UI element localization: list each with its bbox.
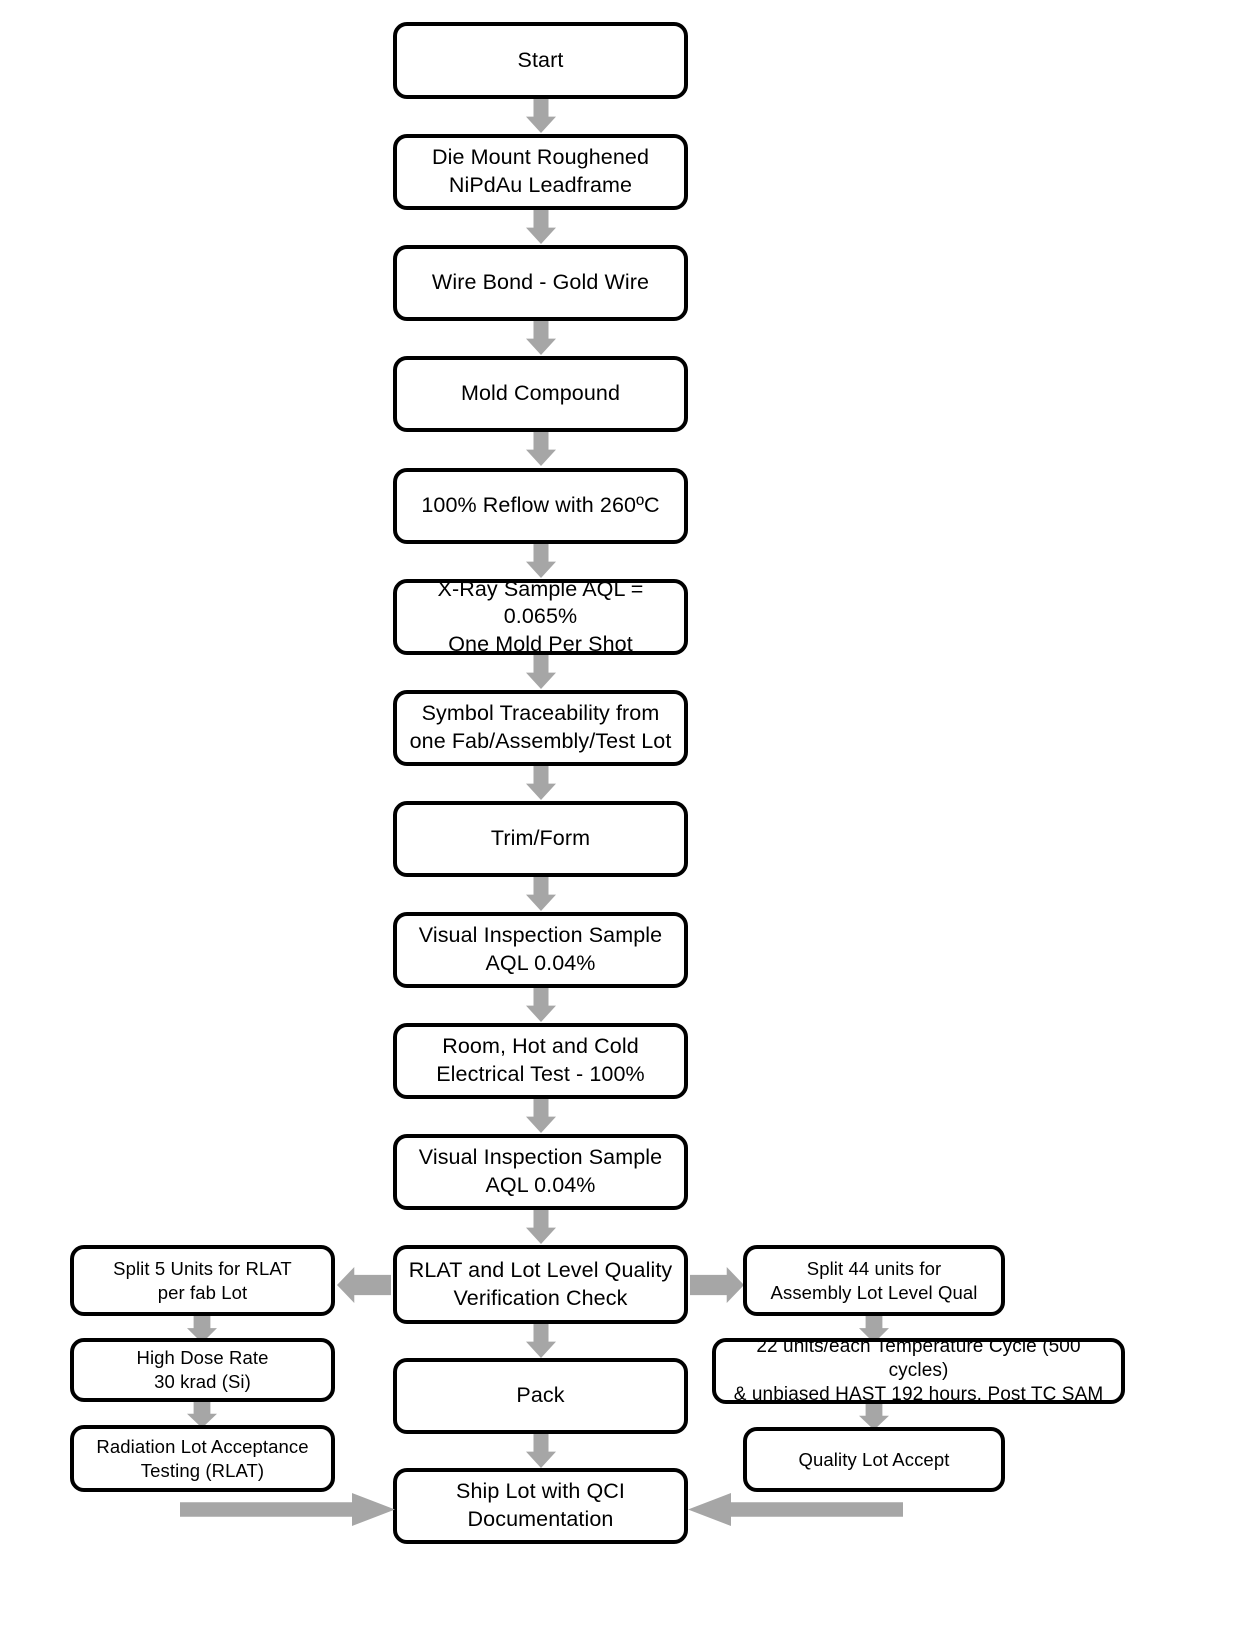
- node-rlat-testing[interactable]: Radiation Lot Acceptance Testing (RLAT): [70, 1425, 335, 1492]
- node-ship-lot[interactable]: Ship Lot with QCI Documentation: [393, 1468, 688, 1544]
- arrow-trim-to-visual-1: [526, 877, 556, 911]
- node-pack[interactable]: Pack: [393, 1358, 688, 1434]
- arrow-electrical-to-visual-2: [526, 1099, 556, 1133]
- arrow-reflow-to-xray: [526, 544, 556, 578]
- node-xray-sample[interactable]: X-Ray Sample AQL = 0.065% One Mold Per S…: [393, 577, 688, 656]
- arrow-rlat-testing-to-ship: [180, 1493, 395, 1526]
- node-trim-form[interactable]: Trim/Form: [393, 801, 688, 877]
- arrow-start-to-die-mount: [526, 99, 556, 133]
- arrow-pack-to-ship: [526, 1434, 556, 1468]
- node-mold-compound[interactable]: Mold Compound: [393, 356, 688, 432]
- node-split-5-units[interactable]: Split 5 Units for RLAT per fab Lot: [70, 1245, 335, 1316]
- node-split-44-units[interactable]: Split 44 units for Assembly Lot Level Qu…: [743, 1245, 1005, 1316]
- node-rlat-lot-level-check[interactable]: RLAT and Lot Level Quality Verification …: [393, 1245, 688, 1324]
- arrow-symbol-to-trim: [526, 766, 556, 800]
- node-high-dose-rate[interactable]: High Dose Rate 30 krad (Si): [70, 1338, 335, 1402]
- arrow-rlat-check-to-split-44: [690, 1267, 744, 1303]
- node-quality-lot-accept[interactable]: Quality Lot Accept: [743, 1427, 1005, 1492]
- node-temperature-cycle-hast[interactable]: 22 units/each Temperature Cycle (500 cyc…: [712, 1336, 1125, 1405]
- node-visual-inspection-1[interactable]: Visual Inspection Sample AQL 0.04%: [393, 912, 688, 988]
- node-reflow[interactable]: 100% Reflow with 260ºC: [393, 468, 688, 544]
- arrow-xray-to-symbol: [526, 655, 556, 689]
- arrow-rlat-check-to-pack: [526, 1324, 556, 1358]
- arrow-rlat-check-to-split-5: [337, 1267, 391, 1303]
- node-start[interactable]: Start: [393, 22, 688, 99]
- node-visual-inspection-2[interactable]: Visual Inspection Sample AQL 0.04%: [393, 1134, 688, 1210]
- arrow-visual-1-to-electrical: [526, 988, 556, 1022]
- node-electrical-test[interactable]: Room, Hot and Cold Electrical Test - 100…: [393, 1023, 688, 1099]
- node-wire-bond[interactable]: Wire Bond - Gold Wire: [393, 245, 688, 321]
- node-symbol-traceability[interactable]: Symbol Traceability from one Fab/Assembl…: [393, 690, 688, 766]
- arrow-quality-accept-to-ship: [688, 1493, 903, 1526]
- arrow-die-mount-to-wire-bond: [526, 210, 556, 244]
- arrow-visual-2-to-rlat-check: [526, 1210, 556, 1244]
- arrow-mold-to-reflow: [526, 432, 556, 466]
- node-die-mount[interactable]: Die Mount Roughened NiPdAu Leadframe: [393, 134, 688, 210]
- arrow-wire-bond-to-mold: [526, 321, 556, 355]
